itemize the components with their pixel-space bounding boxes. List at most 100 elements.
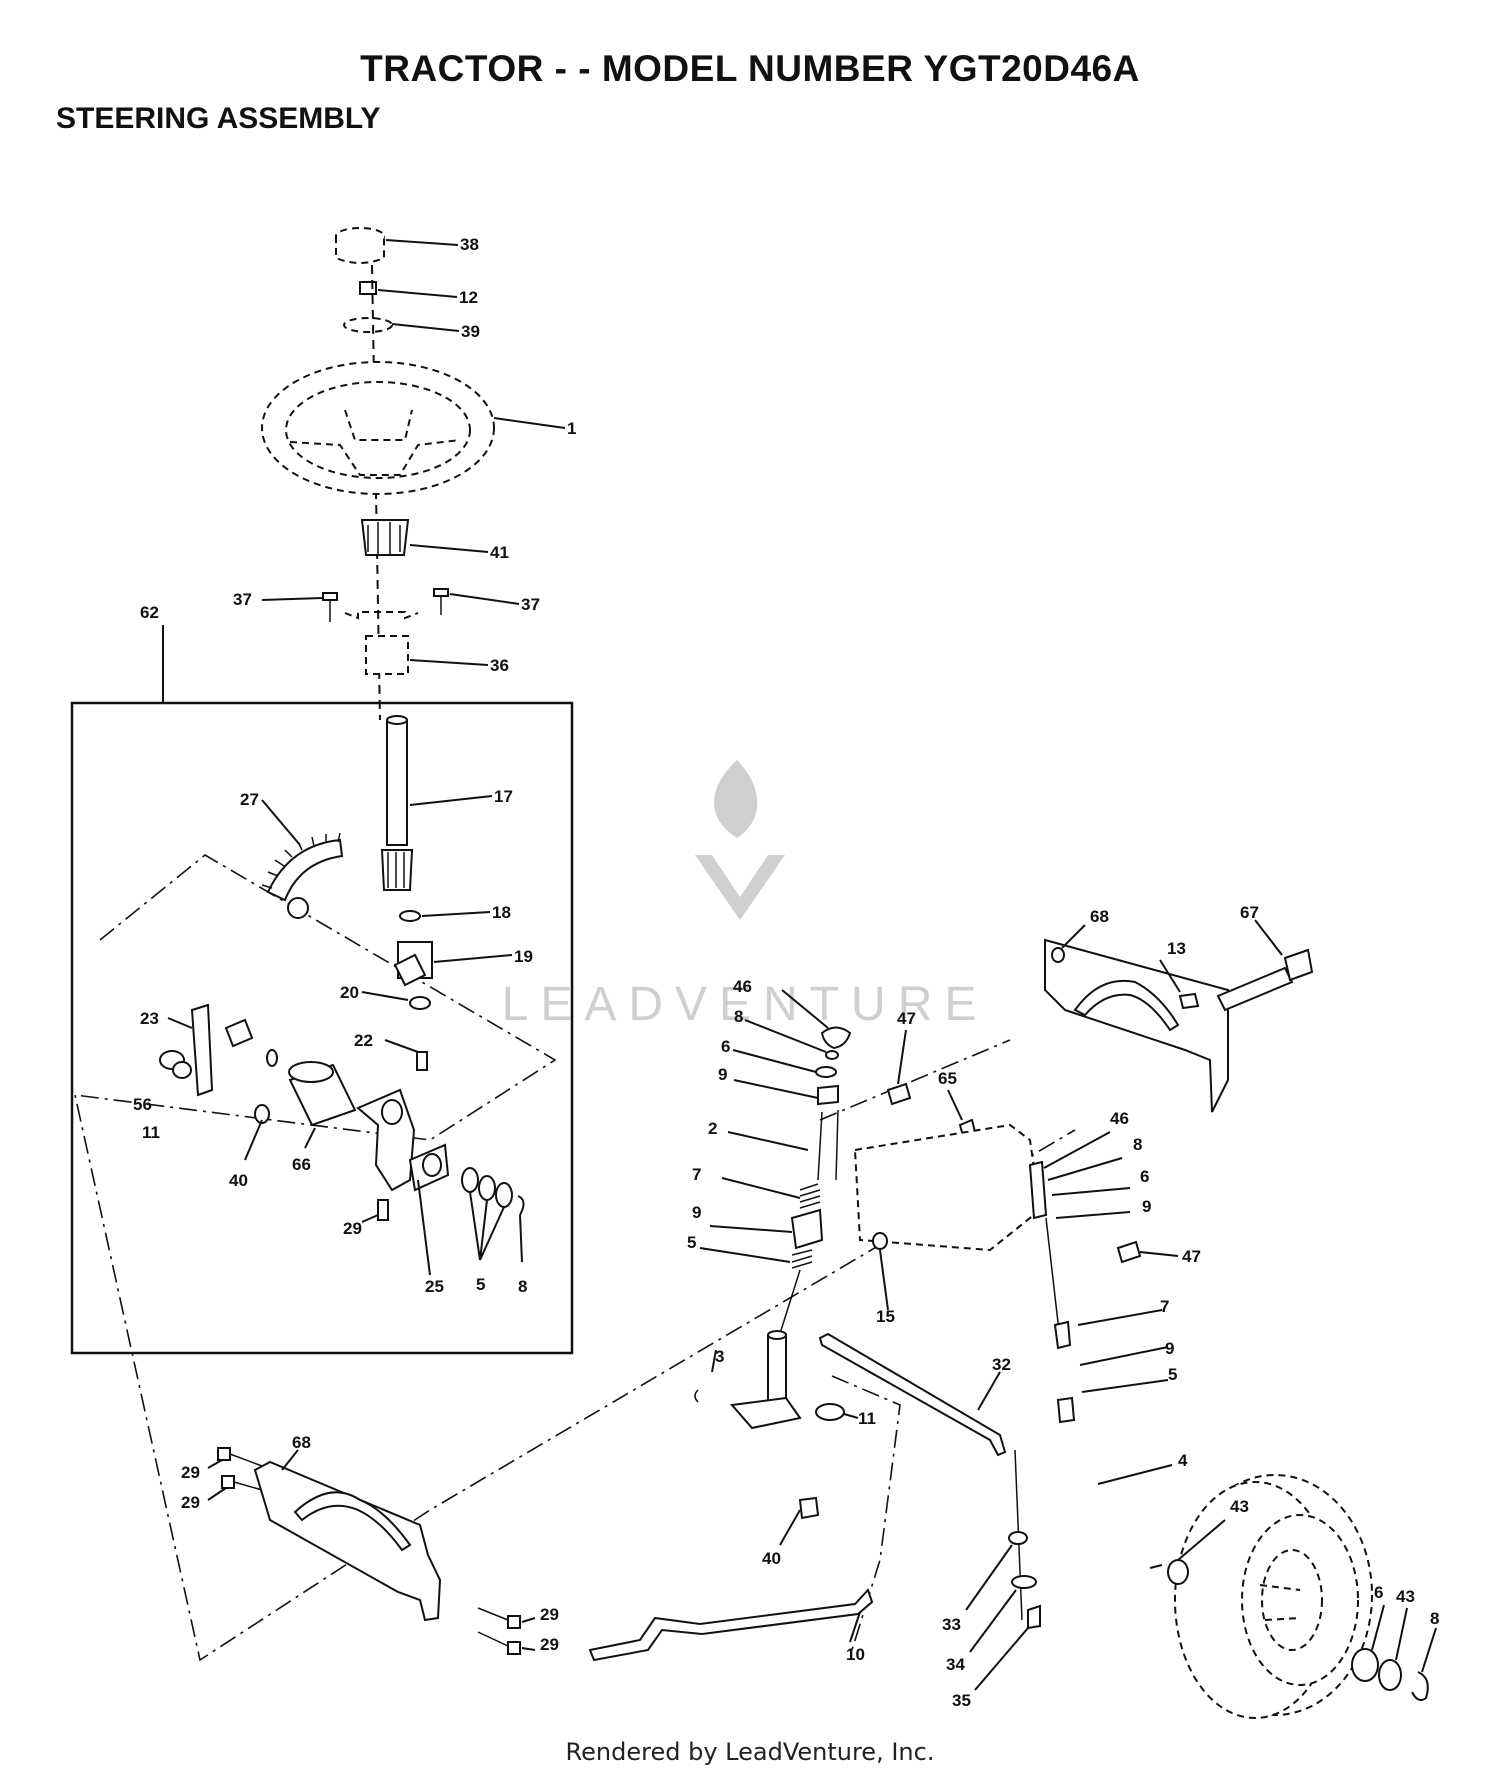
callout-36: 36 (490, 656, 509, 675)
callout-43-inner: 43 (1230, 1497, 1249, 1516)
bolt-22 (416, 1051, 428, 1071)
washer-33 (1008, 1531, 1028, 1545)
callout-20: 20 (340, 983, 359, 1002)
bolt-29 (377, 1199, 389, 1221)
callout-9-right: 9 (1142, 1197, 1151, 1216)
bushing-40-lower (798, 1496, 820, 1520)
callout-15: 15 (876, 1307, 895, 1326)
callout-8-right: 8 (1133, 1135, 1142, 1154)
callout-39: 39 (461, 322, 480, 341)
callout-35: 35 (952, 1691, 971, 1710)
callout-65: 65 (938, 1069, 957, 1088)
bracket-68-lower (253, 1460, 442, 1622)
bolt-47-lower (1116, 1240, 1142, 1264)
spacer-13 (1178, 992, 1200, 1010)
callout-41: 41 (490, 543, 509, 562)
callout-9-left: 9 (718, 1065, 727, 1084)
callout-19: 19 (514, 947, 533, 966)
page-title: TRACTOR - - MODEL NUMBER YGT20D46A (360, 48, 1140, 89)
front-wheel (1174, 1474, 1373, 1719)
callout-47-upper: 47 (897, 1009, 916, 1028)
callout-12: 12 (459, 288, 478, 307)
callout-29-box: 29 (343, 1219, 362, 1238)
sector-gear-27 (266, 838, 344, 902)
bushing-40 (254, 1104, 270, 1124)
callout-32: 32 (992, 1355, 1011, 1374)
callout-62: 62 (140, 603, 159, 622)
callout-37-left: 37 (233, 590, 252, 609)
hub-41 (360, 519, 410, 556)
callout-47-lower: 47 (1182, 1247, 1201, 1266)
callout-13: 13 (1167, 939, 1186, 958)
bolt-29-upper-right (477, 1607, 521, 1629)
bolt-67 (1216, 966, 1294, 1012)
bracket-68-upper (1044, 938, 1229, 1113)
callout-7-right: 7 (1160, 1297, 1169, 1316)
bushing-9 (790, 1208, 824, 1250)
watermark-logo: LEADVENTURE (502, 760, 989, 1031)
pin-35 (1027, 1604, 1041, 1630)
callout-18: 18 (492, 903, 511, 922)
callout-34: 34 (946, 1655, 965, 1674)
callout-8-box: 8 (518, 1277, 527, 1296)
screw-37-left (322, 592, 338, 622)
callout-5-mid: 5 (687, 1233, 696, 1252)
drag-link-10 (588, 1588, 874, 1662)
callout-40-lower: 40 (762, 1549, 781, 1568)
section-title: STEERING ASSEMBLY (56, 102, 381, 135)
callout-40-box: 40 (229, 1171, 248, 1190)
callout-3: 3 (715, 1347, 724, 1366)
watermark-text: LEADVENTURE (502, 978, 989, 1031)
bolt-29-lower-right (477, 1631, 521, 1655)
callout-6-outer: 6 (1374, 1583, 1383, 1602)
washer-43-outer (1378, 1659, 1402, 1691)
callout-29-upper-left: 29 (181, 1463, 200, 1482)
washer-20 (409, 996, 431, 1010)
callout-11-box: 11 (142, 1123, 160, 1142)
right-spindle (1028, 1160, 1048, 1220)
steering-shaft-17 (386, 719, 408, 846)
washer-8-left (825, 1050, 839, 1060)
callout-67: 67 (1240, 903, 1259, 922)
callout-8-left: 8 (734, 1007, 743, 1026)
callout-68-upper: 68 (1090, 907, 1109, 926)
callout-6-left: 6 (721, 1037, 730, 1056)
callout-56: 56 (133, 1095, 152, 1114)
callout-7-left: 7 (692, 1165, 701, 1184)
spring-7 (799, 1183, 821, 1209)
callout-27: 27 (240, 790, 259, 809)
callout-6-right: 6 (1140, 1167, 1149, 1186)
washer-34 (1011, 1575, 1037, 1589)
callout-8-outer: 8 (1430, 1609, 1439, 1628)
callout-17: 17 (494, 787, 513, 806)
callout-5-lower-right: 5 (1168, 1365, 1177, 1384)
washer-6-outer (1351, 1648, 1379, 1682)
washer-5 (461, 1167, 479, 1193)
callout-2: 2 (708, 1119, 717, 1138)
callout-9-lower-right: 9 (1165, 1339, 1174, 1358)
plate-23 (190, 1003, 214, 1097)
callout-29-upper-right: 29 (540, 1605, 559, 1624)
callout-38: 38 (460, 235, 479, 254)
callout-46-right: 46 (1110, 1109, 1129, 1128)
callout-37-right: 37 (521, 595, 540, 614)
callout-29-lower-left: 29 (181, 1493, 200, 1512)
callout-43-outer: 43 (1396, 1587, 1415, 1606)
bolt-29-lower-left (221, 1475, 263, 1491)
callout-22: 22 (354, 1031, 373, 1050)
callout-10: 10 (846, 1645, 865, 1664)
callout-23: 23 (140, 1009, 159, 1028)
bolt-29-upper-left (217, 1447, 263, 1467)
callout-66: 66 (292, 1155, 311, 1174)
washer-11 (172, 1061, 192, 1079)
washer-18 (399, 910, 421, 922)
bushing-36 (365, 635, 409, 675)
washer-11-lower (815, 1403, 845, 1421)
washer-43-inner (1167, 1559, 1189, 1585)
callout-29-lower-right: 29 (540, 1635, 559, 1654)
callout-9-mid: 9 (692, 1203, 701, 1222)
bolt-47-upper (886, 1082, 912, 1106)
callout-5-box: 5 (476, 1275, 485, 1294)
spindle-3 (767, 1334, 787, 1406)
screw-37-right (433, 588, 449, 615)
